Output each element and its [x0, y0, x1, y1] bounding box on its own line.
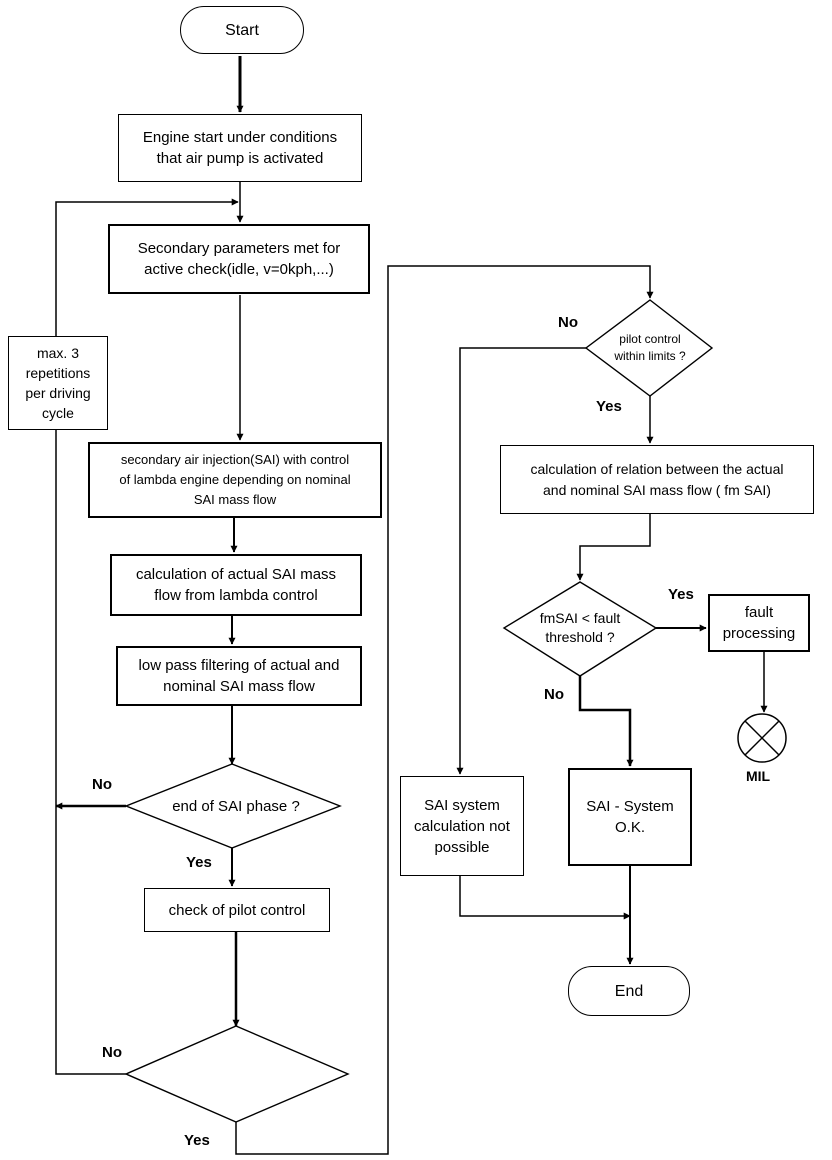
edge-relation-threshold — [576, 514, 651, 581]
edge-final-no-loop — [55, 198, 239, 1075]
threshold-no-label: No — [544, 686, 564, 703]
calc-relation-box: calculation of relation between the actu… — [500, 445, 814, 514]
secondary-parameters-box: Secondary parameters met for active chec… — [108, 224, 370, 294]
edge-notpossible-merge — [459, 876, 631, 920]
edge-final-yes — [235, 265, 654, 1155]
decision-final-shape — [124, 1025, 350, 1123]
decision-end-phase-shape — [124, 763, 342, 849]
final-yes-label: Yes — [184, 1132, 210, 1149]
pilot-no-label: No — [558, 314, 578, 331]
end-phase-yes-label: Yes — [186, 854, 212, 871]
low-pass-box: low pass filtering of actual and nominal… — [116, 646, 362, 706]
mil-label: MIL — [746, 768, 771, 784]
decision-pilot-shape — [584, 299, 714, 397]
edge-threshold-no — [578, 676, 634, 767]
fault-processing-box: fault processing — [708, 594, 810, 652]
not-possible-box: SAI system calculation not possible — [400, 776, 524, 876]
threshold-yes-label: Yes — [668, 586, 694, 603]
engine-start-box: Engine start under conditions that air p… — [118, 114, 362, 182]
check-pilot-box: check of pilot control — [144, 888, 330, 932]
decision-threshold-text: fmSAI < fault threshold ? — [539, 610, 621, 645]
start-terminal: Start — [180, 6, 304, 54]
calc-actual-box: calculation of actual SAI mass flow from… — [110, 554, 362, 616]
decision-end-phase-text: end of SAI phase ? — [172, 797, 300, 815]
decision-threshold-shape — [502, 581, 658, 677]
end-terminal: End — [568, 966, 690, 1016]
end-phase-no-label: No — [92, 776, 112, 793]
sai-injection-box: secondary air injection(SAI) with contro… — [88, 442, 382, 518]
max-repetitions-box: max. 3 repetitions per driving cycle — [8, 336, 108, 430]
pilot-yes-label: Yes — [596, 398, 622, 415]
decision-pilot-text: pilot control within limits ? — [614, 332, 686, 363]
system-ok-box: SAI - System O.K. — [568, 768, 692, 866]
edge-pilot-no — [456, 347, 586, 775]
final-no-label: No — [102, 1044, 122, 1061]
